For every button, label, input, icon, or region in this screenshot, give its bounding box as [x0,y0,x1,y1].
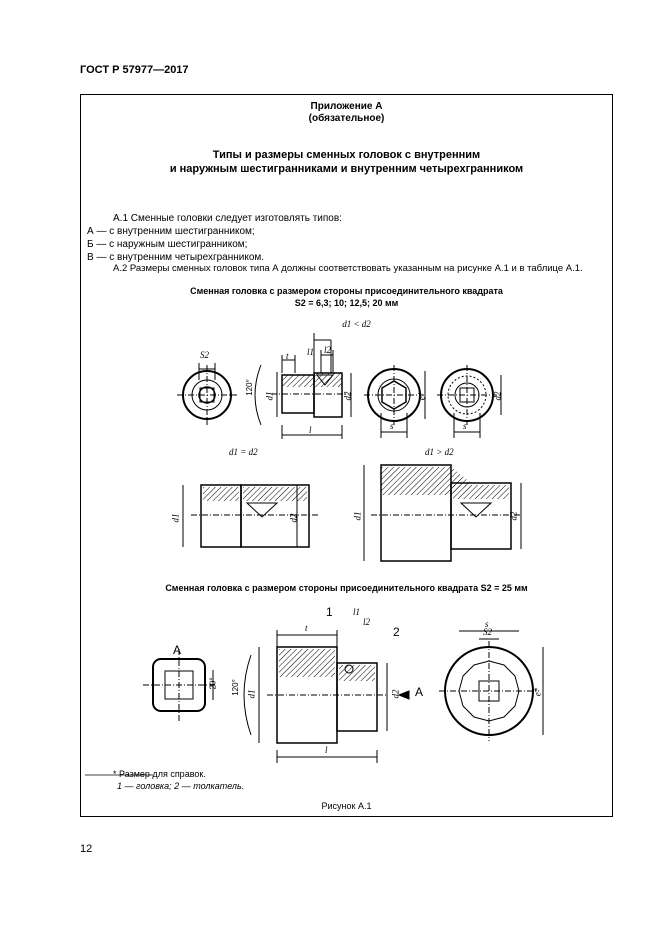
condition-gt: d1 > d2 [425,447,454,457]
appendix-frame: Приложение А (обязательное) Типы и разме… [80,94,613,817]
heading-line-1: Типы и размеры сменных головок с внутрен… [212,149,481,161]
dim-s-top: s [390,421,394,431]
dim-s2-bottom: S2 [483,627,492,637]
square-end-view-A [143,649,215,721]
larger-socket-section [363,464,522,562]
list-item-v: В — с внутренним четырехгранником. [87,252,265,263]
dim-d1-eq: d1 [170,513,181,523]
dim-d1-gt: d1 [352,511,363,521]
dim-e-top: e* [416,391,427,401]
document-number: ГОСТ Р 57977—2017 [80,64,189,76]
dim-l1-top: l1 [307,347,315,357]
dim-l2-bottom: l2 [363,617,371,627]
heading-line-2: и наружным шестигранниками и внутренним … [169,163,524,175]
dim-l1-bottom: l1 [353,607,361,617]
callout-1: 1 [326,605,333,619]
dodecagon-end-view [439,630,544,741]
top-socket-end-view-2 [364,365,426,438]
footnote-reference: * Размер для справок. [113,769,206,779]
dim-t-bottom: t [305,623,308,633]
list-item-a: А — с внутренним шестигранником; [87,226,255,237]
condition-lt: d1 < d2 [342,319,371,329]
top-socket-side-view [254,333,352,439]
top-socket-end-view [177,363,237,425]
appendix-status: (обязательное) [308,113,385,124]
dim-d2-top-2: d2 [492,391,503,401]
dim-s-bottom: s [485,619,489,629]
angle-120-top: 120° [244,379,254,396]
dim-e-bottom: e* [532,687,543,697]
angle-120-bottom: 120° [230,679,240,696]
paragraph-a2: А.2 Размеры сменных головок типа А должн… [113,263,583,274]
figure-mid-title: Сменная головка с размером стороны присо… [165,583,528,593]
view-label-a: A [173,643,182,657]
dim-l-top: l [309,425,312,435]
dim-l-bottom: l [325,745,328,755]
dim-d1-top: d1 [264,391,275,401]
list-item-b: Б — с наружным шестигранником; [87,239,248,250]
angle-20: 20° [208,677,218,690]
large-socket-section [243,630,410,763]
figure-top-title: Сменная головка с размером стороны присо… [190,286,503,296]
dim-d2-bottom: d2 [390,689,401,699]
dim-d2-eq: d2 [288,513,299,523]
view-arrow-label-a: A [415,685,424,699]
page-number: 12 [80,843,93,855]
condition-eq: d1 = d2 [229,447,258,457]
dim-l2-top: l2 [324,345,332,355]
dim-t-top: t [286,351,289,361]
appendix-title: Приложение А [310,101,383,112]
dim-s2-top: S2 [200,350,209,360]
figure-top-subtitle: S2 = 6,3; 10; 12,5; 20 мм [294,298,399,308]
equal-socket-section [182,484,319,548]
paragraph-a1: А.1 Сменные головки следует изготовлять … [113,213,342,224]
dim-d2-gt: d2 [508,511,519,521]
top-socket-end-view-3 [437,365,502,438]
callout-2: 2 [393,625,400,639]
dim-s-top-2: s [463,421,467,431]
dim-d2-top: d2 [342,391,353,401]
figure-caption: Рисунок А.1 [321,801,372,811]
footnote-legend: 1 — головка; 2 — толкатель. [117,781,245,791]
technical-drawing [85,333,544,776]
dim-d1-bottom: d1 [246,689,257,699]
